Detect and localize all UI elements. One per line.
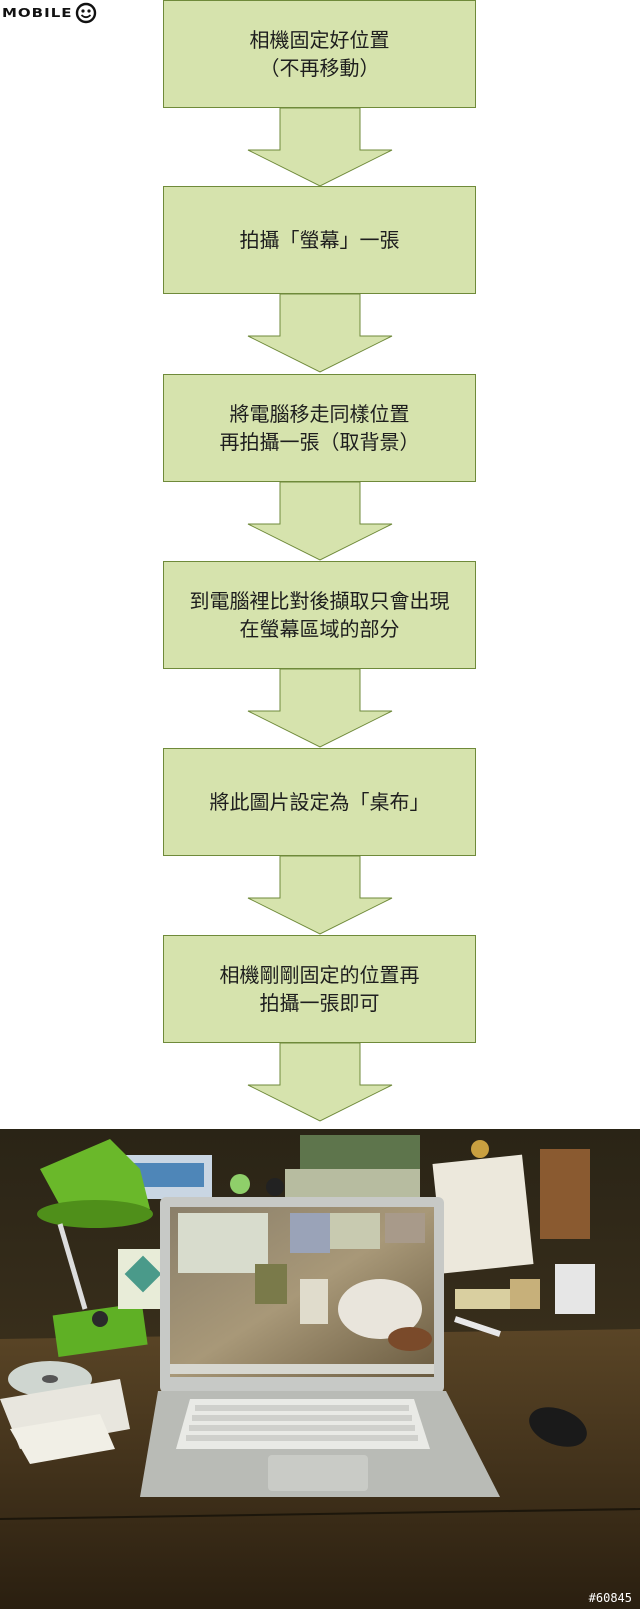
logo-text: MOBILE [2, 5, 73, 21]
arrow-6 [247, 1043, 393, 1122]
desk-photo: #60845 [0, 1129, 640, 1609]
site-logo: MOBILE [2, 2, 97, 24]
step-box-3: 將電腦移走同樣位置 再拍攝一張（取背景） [163, 374, 476, 482]
flowchart: 相機固定好位置 （不再移動） 拍攝「螢幕」一張 將電腦移走同樣位置 再拍攝一張（… [163, 0, 476, 1122]
arrow-2 [247, 294, 393, 373]
arrow-3 [247, 482, 393, 561]
arrow-4 [247, 669, 393, 748]
arrow-1 [247, 108, 393, 187]
desk-scene [0, 1129, 640, 1609]
step-box-5: 將此圖片設定為「桌布」 [163, 748, 476, 856]
step-box-6: 相機剛剛固定的位置再 拍攝一張即可 [163, 935, 476, 1043]
smiley-icon [75, 2, 96, 24]
image-id-watermark: #60845 [588, 1591, 632, 1605]
arrow-5 [247, 856, 393, 935]
step-box-4: 到電腦裡比對後擷取只會出現 在螢幕區域的部分 [163, 561, 476, 669]
step-box-1: 相機固定好位置 （不再移動） [163, 0, 476, 108]
step-box-2: 拍攝「螢幕」一張 [163, 186, 476, 294]
